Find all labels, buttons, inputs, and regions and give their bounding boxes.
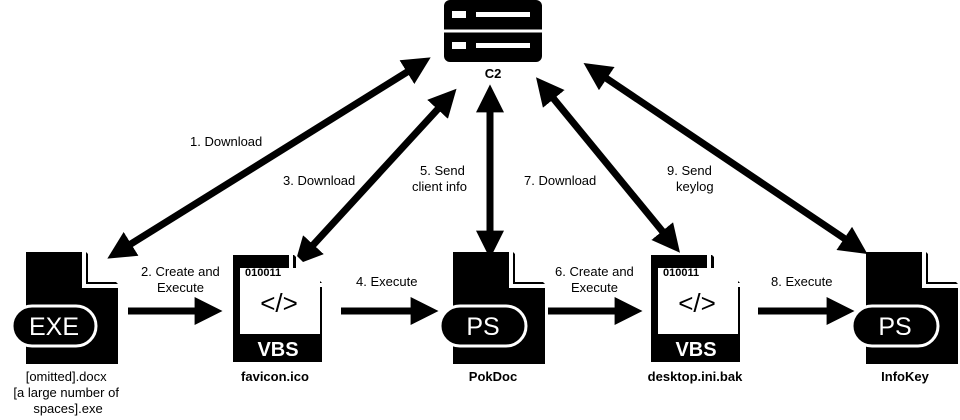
- step-3-label: 3. Download: [283, 173, 355, 188]
- arrows: [107, 57, 868, 325]
- step-6-label: 6. Create and Execute: [555, 264, 637, 295]
- infokey-name: InfoKey: [881, 369, 929, 384]
- server-icon: [444, 0, 542, 62]
- exe-node: EXE [omitted].docx [a large number of sp…: [10, 249, 122, 416]
- pokdoc-node: PS PokDoc: [438, 249, 548, 384]
- vbs-file-icon: 010011 </> VBS: [651, 252, 743, 362]
- powershell-file-icon: PS: [438, 249, 548, 364]
- exe-file-icon: EXE: [10, 249, 121, 364]
- powershell-file-icon: PS: [850, 249, 960, 364]
- favicon-node: 010011 </> VBS favicon.ico: [233, 252, 325, 384]
- exe-badge: EXE: [29, 313, 79, 341]
- step-9-label: 9. Send keylog: [667, 163, 715, 194]
- step-1-label: 1. Download: [190, 134, 262, 149]
- infokey-node: PS InfoKey: [850, 249, 960, 384]
- favicon-code-glyph: </>: [260, 288, 298, 318]
- step-7-label: 7. Download: [524, 173, 596, 188]
- step-2-label: 2. Create and Execute: [141, 264, 223, 295]
- desktop-name: desktop.ini.bak: [648, 369, 743, 384]
- step-4-label: 4. Execute: [356, 274, 417, 289]
- desktop-badge: VBS: [675, 339, 716, 361]
- desktop-binary: 010011: [663, 267, 699, 279]
- favicon-badge: VBS: [257, 339, 298, 361]
- c2-node: C2: [444, 0, 542, 81]
- vbs-file-icon: 010011 </> VBS: [233, 252, 325, 362]
- arrow-send-keylog: [583, 62, 868, 255]
- arrow-download-favicon: [294, 88, 457, 266]
- desktop-node: 010011 </> VBS desktop.ini.bak: [648, 252, 743, 384]
- exe-caption: [omitted].docx [a large number of spaces…: [13, 369, 122, 416]
- step-8-label: 8. Execute: [771, 274, 832, 289]
- pokdoc-name: PokDoc: [469, 369, 517, 384]
- infokey-badge: PS: [878, 313, 911, 341]
- arrow-download-exe: [107, 57, 431, 259]
- c2-label: C2: [485, 66, 502, 81]
- desktop-code-glyph: </>: [678, 288, 716, 318]
- pokdoc-badge: PS: [466, 313, 499, 341]
- favicon-binary: 010011: [245, 267, 281, 279]
- favicon-name: favicon.ico: [241, 369, 309, 384]
- step-labels: 1. Download 2. Create and Execute 3. Dow…: [141, 134, 832, 295]
- step-5-label: 5. Send client info: [412, 163, 468, 194]
